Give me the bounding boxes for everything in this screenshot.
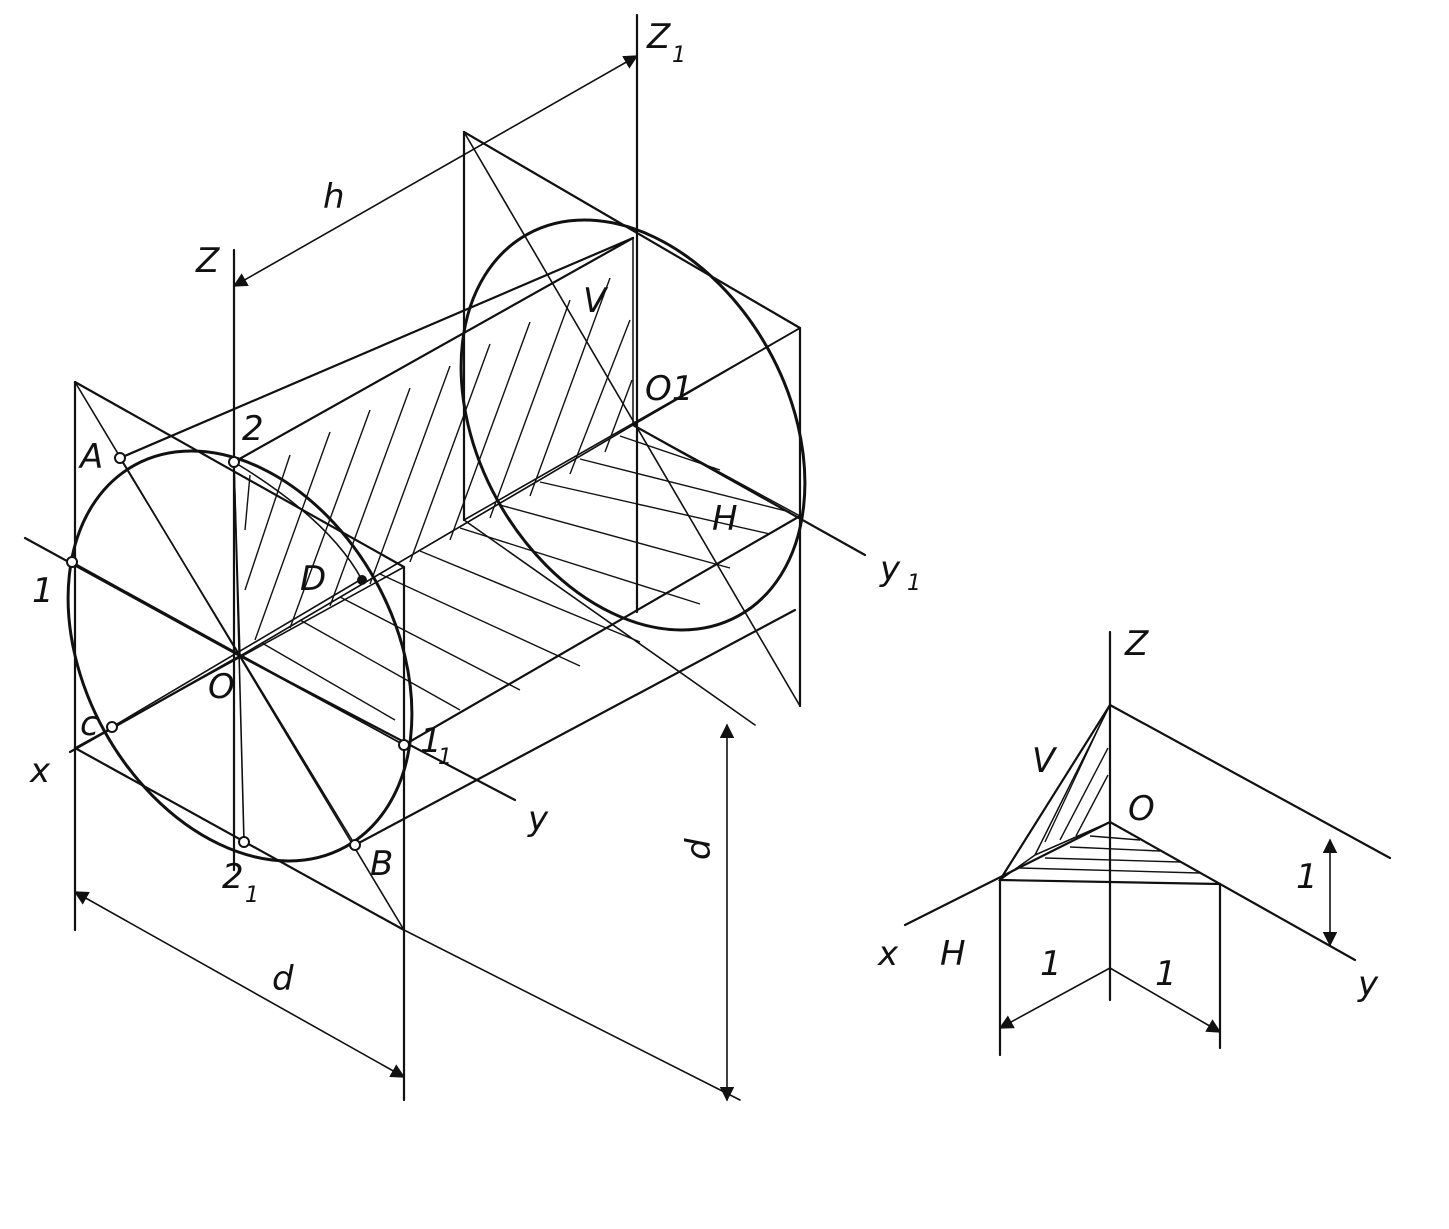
- front-square: [73, 380, 406, 1102]
- label-y1-sub: 1: [907, 571, 921, 596]
- points: [66, 452, 410, 851]
- point-b: [349, 839, 361, 851]
- cylinder-generators: [118, 236, 802, 847]
- label-1: 1: [32, 571, 54, 611]
- axes-label-one-right: 1: [1155, 954, 1177, 994]
- axes-label-o: O: [1128, 789, 1155, 829]
- label-h-dimension: h: [323, 177, 345, 217]
- main-labels: Z Z 1 h V O1 H y 1 y x O d d A B c D 1 2…: [29, 17, 921, 999]
- axes-figure: Z V O x H y 1 1 1: [877, 624, 1392, 1057]
- label-2: 2: [242, 409, 264, 449]
- point-a: [114, 452, 126, 464]
- label-x: x: [29, 751, 51, 791]
- h-section: [238, 424, 802, 746]
- label-21-sub: 1: [245, 883, 259, 908]
- label-11-sub: 1: [438, 745, 452, 770]
- axes-label-x: x: [877, 934, 899, 974]
- point-21: [238, 836, 250, 848]
- label-d-right: d: [679, 838, 719, 860]
- axes-label-z: Z: [1124, 624, 1149, 664]
- label-21: 2: [222, 857, 244, 897]
- label-b: B: [370, 844, 393, 884]
- label-z: Z: [195, 241, 220, 281]
- axes-h-hatch: [997, 821, 1221, 885]
- axes: [23, 13, 867, 1101]
- main-figure: Z Z 1 h V O1 H y 1 y x O d d A B c D 1 2…: [23, 13, 921, 1102]
- point-d: [357, 575, 367, 585]
- point-c: [106, 721, 118, 733]
- label-h-section: H: [712, 499, 738, 539]
- point-1: [66, 556, 78, 568]
- label-o: O: [208, 667, 235, 707]
- label-d-bottom: d: [272, 959, 294, 999]
- label-d-point: D: [300, 559, 326, 599]
- front-ellipse: [66, 449, 414, 863]
- point-2: [228, 456, 240, 468]
- label-11: 1: [420, 721, 442, 761]
- label-y1: y: [879, 549, 901, 589]
- label-a: A: [78, 437, 103, 477]
- v-section: [233, 236, 634, 658]
- point-11: [398, 739, 410, 751]
- axes-label-one-left: 1: [1040, 944, 1062, 984]
- label-z1-sub: 1: [672, 43, 686, 68]
- dimension-d-bottom: [73, 891, 406, 1078]
- axes-label-one-vertical: 1: [1296, 857, 1318, 897]
- front-diameters: [71, 457, 405, 846]
- axes-label-y: y: [1357, 964, 1379, 1004]
- dimension-h: [232, 55, 639, 287]
- axes-label-v: V: [1032, 741, 1058, 781]
- axes-label-h: H: [940, 934, 966, 974]
- label-c: c: [80, 704, 99, 744]
- label-v: V: [583, 281, 609, 321]
- label-y: y: [527, 799, 549, 839]
- construction-curve: [233, 461, 363, 581]
- label-o1: O1: [645, 369, 693, 409]
- label-z1: Z: [646, 17, 671, 57]
